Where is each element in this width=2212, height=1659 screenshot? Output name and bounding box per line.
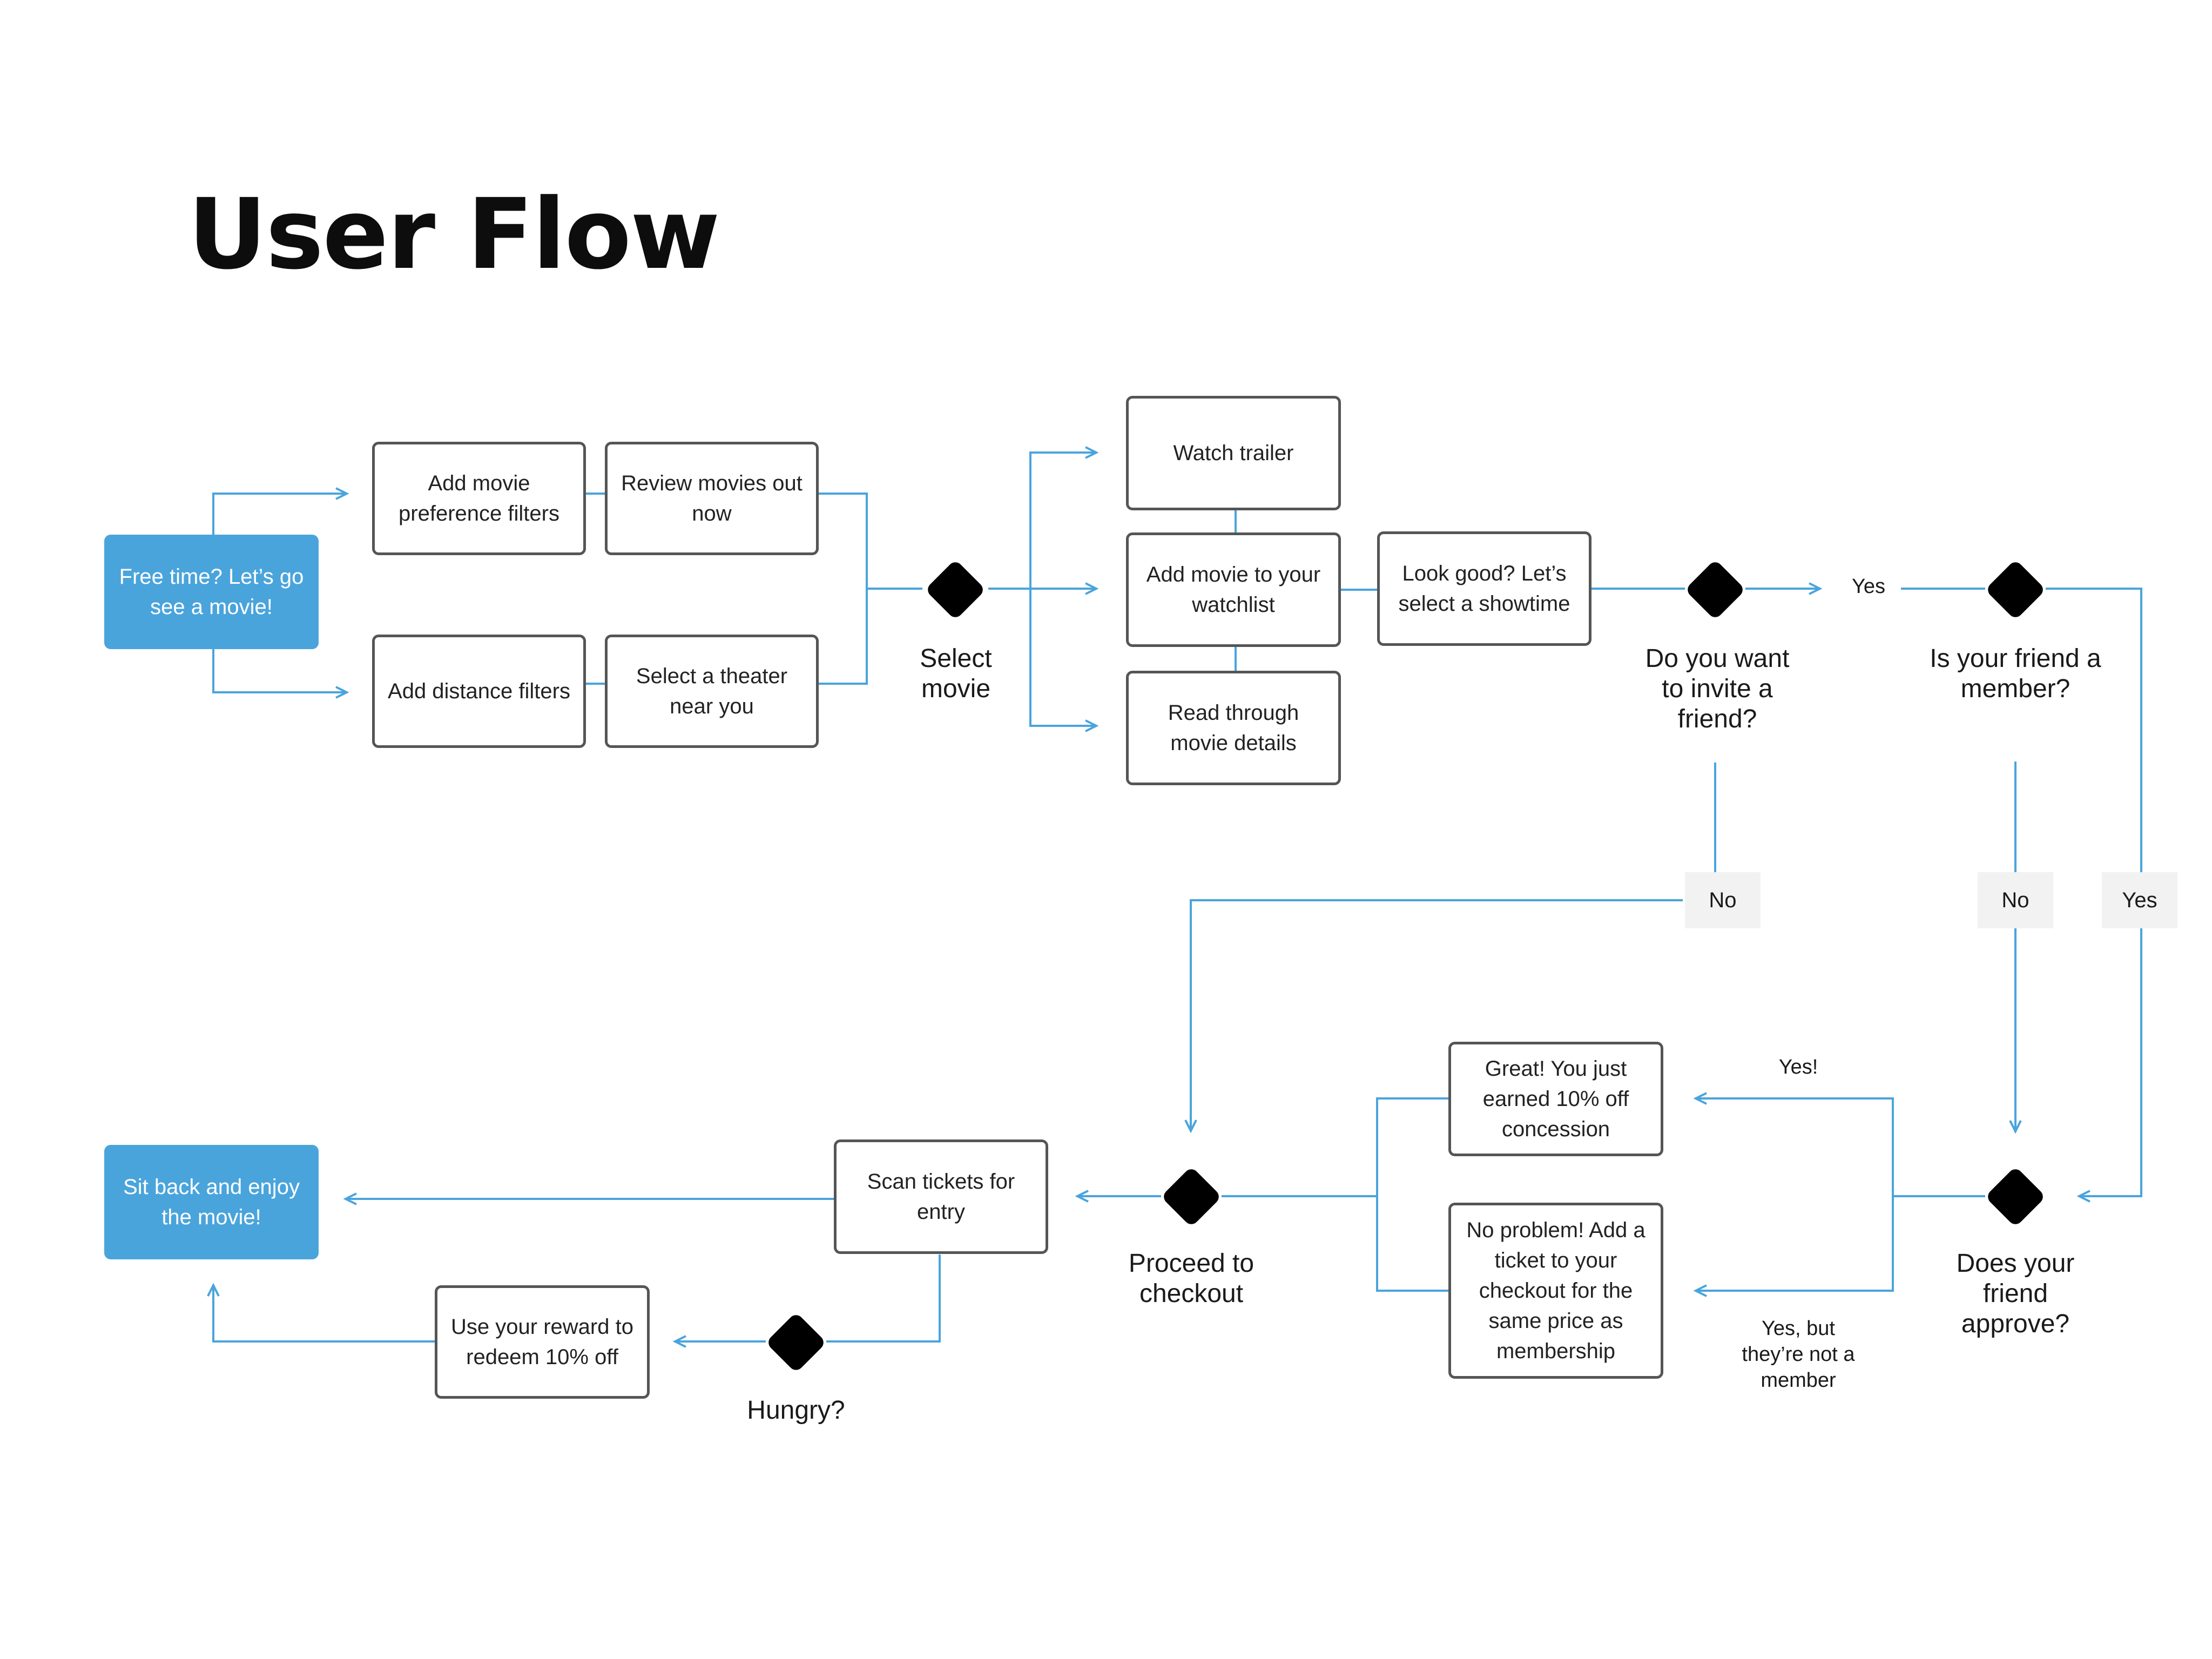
step-review-movies[interactable]: Review movies out now [605,442,819,555]
connector-reward-end [207,1283,435,1343]
edge-label-approve-not-member: Yes, but they’re not a member [1742,1317,1855,1392]
decision-checkout-label: Proceed to checkout [1128,1249,1255,1308]
step-watch-trailer[interactable]: Watch trailer [1126,396,1341,510]
connector-options-merge [1376,1097,1448,1292]
step-earned-concession[interactable]: Great! You just earned 10% off concessio… [1448,1042,1663,1156]
step-use-reward[interactable]: Use your reward to redeem 10% off [435,1285,650,1399]
end-node[interactable]: Sit back and enjoy the movie! [104,1145,319,1259]
connector-fan-trailer [1029,446,1099,589]
decision-invite-label: Do you want to invite a friend? [1645,644,1790,733]
connector-fan-details [1029,589,1099,732]
step-add-ticket[interactable]: No problem! Add a ticket to your checkou… [1448,1203,1663,1379]
step-select-showtime[interactable]: Look good? Let’s select a showtime [1377,531,1591,646]
connector-approve-yes [1693,1092,1894,1196]
connector-no-checkout [1184,899,1683,1134]
decision-member-label: Is your friend a member? [1930,644,2101,703]
page-title: User Flow [188,178,720,291]
start-node[interactable]: Free time? Let’s go see a movie! [104,535,319,649]
connector-start-to-dist [212,648,349,699]
connector-review-merge [819,493,868,685]
decision-approve-label: Does your friend approve? [1956,1249,2075,1338]
edge-label-member-no: No [1978,872,2053,928]
edge-label-invite-yes: Yes [1852,575,1885,598]
connector-start-to-pref [212,487,349,540]
edge-label-approve-yes: Yes! [1778,1056,1818,1078]
step-read-details[interactable]: Read through movie details [1126,671,1341,785]
step-add-to-watchlist[interactable]: Add movie to your watchlist [1126,532,1341,647]
decision-hungry-label: Hungry? [747,1396,845,1425]
step-scan-tickets[interactable]: Scan tickets for entry [834,1139,1048,1254]
edge-label-invite-no: No [1685,872,1761,928]
step-add-preference-filters[interactable]: Add movie preference filters [372,442,586,555]
step-add-distance-filters[interactable]: Add distance filters [372,635,586,748]
connector-approve-not-member [1693,1196,1894,1297]
step-select-theater[interactable]: Select a theater near you [605,635,819,748]
decision-select-movie-label: Select movie [920,644,992,703]
connector-scan-hungry [826,1255,941,1343]
edge-label-member-yes: Yes [2102,872,2177,928]
